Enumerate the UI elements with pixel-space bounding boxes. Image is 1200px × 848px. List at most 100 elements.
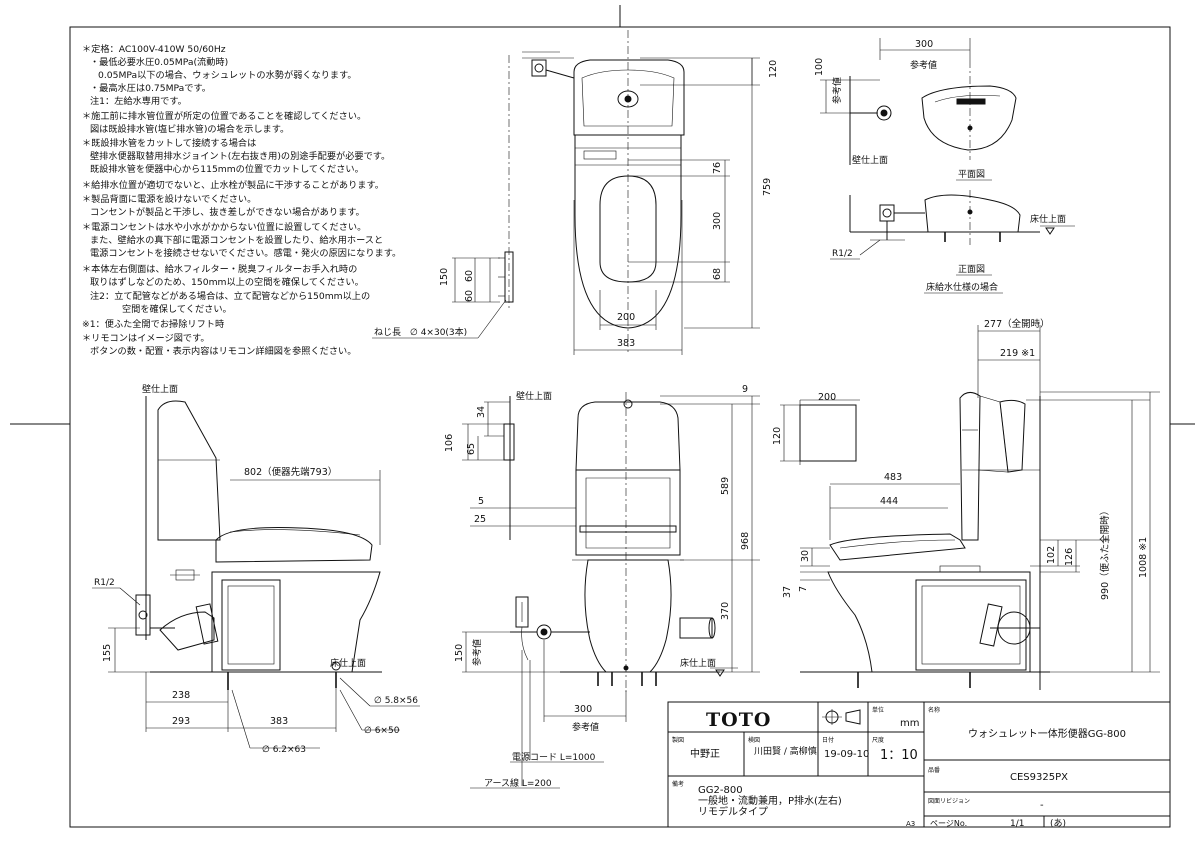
code-value: CES9325PX: [1010, 772, 1068, 783]
note-line: ＊製品背面に電源を設けないでください。: [82, 193, 256, 205]
note-line: ＊施工前に排水管位置が所定の位置であることを確認してください。: [82, 110, 366, 122]
front-dim-968: 968: [740, 532, 751, 550]
hole-a: ∅ 5.8×56: [374, 696, 418, 706]
dim-60-a: 60: [464, 270, 475, 282]
note-line: ＊既設排水管をカットして接続する場合は: [82, 137, 256, 149]
side-left-dim-293: 293: [172, 716, 190, 727]
hole-c: ∅ 6.2×63: [262, 745, 306, 755]
note-line: 0.05MPa以下の場合、ウォシュレットの水勢が弱くなります。: [98, 69, 357, 81]
dim-483: 483: [884, 472, 902, 483]
plan-wall-label: 壁仕上面: [852, 154, 888, 166]
side-left-dim-155: 155: [102, 644, 113, 662]
note-line: ・最低必要水圧0.05MPa(流動時): [90, 56, 228, 68]
note-line: ＊定格：AC100V-410W 50/60Hz: [82, 43, 226, 55]
dim-30: 30: [800, 550, 811, 562]
name-label: 名称: [928, 706, 940, 714]
dim-277: 277（全開時）: [984, 318, 1050, 330]
note-line: 壁排水便器取替用排水ジョイント(左右抜き用)の別途手配要が必要です。: [90, 150, 390, 162]
note-line: 注1：左給水専用です。: [90, 95, 187, 107]
note-line: ＊電源コンセントは水や小水がかからない位置に設置してください。: [82, 221, 366, 233]
front-dim-150: 150: [454, 644, 465, 662]
notes-block: ＊定格：AC100V-410W 50/60Hz ・最低必要水圧0.05MPa(流…: [82, 43, 401, 357]
plan-view: 300 参考値 100 参考値 壁仕上面 平面図: [814, 38, 1017, 181]
page-label: ページNo.: [930, 819, 967, 828]
note-line: 既設排水管を便器中心から115mmの位置でカットしてください。: [90, 163, 364, 175]
date-label: 日付: [822, 736, 834, 744]
power-cord-label: 電源コード L=1000: [512, 752, 596, 763]
note-line: 注2：立て配管などがある場合は、立て配管などから150mm以上の: [90, 290, 370, 302]
code-label: 品番: [928, 767, 940, 774]
note-line: 空間を確保してください。: [122, 303, 232, 315]
remote-dim-200: 200: [818, 392, 836, 403]
dim-60-b: 60: [464, 290, 475, 302]
title-block: TOTO 単位 mm 名称 ウォシュレット一体形便器GG-800 製図 中野正 …: [667, 701, 1171, 829]
note-line: ・最高水圧は0.75MPaです。: [90, 82, 211, 94]
remote-dim-120: 120: [772, 427, 783, 445]
plan-title: 平面図: [958, 169, 985, 180]
rev-label: 図面リビジョン: [928, 797, 970, 805]
note-line: 電源コンセントを接続させないでください。感電・発火の原因になります。: [90, 247, 401, 259]
page-value: 1/1: [1010, 819, 1024, 829]
side-left-r12: R1/2: [94, 578, 115, 588]
dim-120-top: 120: [768, 60, 779, 78]
remarks-line: リモデルタイプ: [698, 805, 768, 818]
dim-102: 102: [1046, 546, 1057, 564]
dim-68: 68: [712, 268, 723, 280]
unit-value: mm: [900, 718, 919, 729]
plan-ref-label: 参考値: [910, 59, 937, 71]
dim-7: 7: [798, 586, 809, 592]
side-view-left: 壁仕上面 802（便器先端793） R1/2 床仕上面 155: [92, 383, 420, 755]
dim-219: 219 ※1: [1000, 348, 1035, 359]
front-small-view: 床仕上面 R1/2 正面図 床給水仕様の場合: [830, 190, 1075, 294]
projection-symbol-icon: [822, 709, 861, 725]
dim-76: 76: [712, 162, 723, 174]
screw-note: ねじ長 ∅ 4×30(3本): [374, 326, 467, 338]
remarks-line: 一般地・流動兼用，P排水(左右): [698, 794, 842, 807]
front-dim-9: 9: [742, 384, 748, 395]
note-line: ＊リモコンはイメージ図です。: [82, 333, 210, 344]
front-small-subtitle: 床給水仕様の場合: [926, 281, 998, 293]
remarks-label: 備考: [672, 780, 684, 788]
front-small-floor-label: 床仕上面: [1030, 213, 1066, 225]
note-line: コンセントが製品と干渉し、抜き差しができない場合があります。: [90, 206, 365, 218]
dim-1008: 1008 ※1: [1138, 537, 1149, 578]
note-line: 図は既設排水管(塩ビ排水管)の場合を示します。: [90, 123, 289, 135]
dim-444: 444: [880, 496, 898, 507]
dim-37: 37: [782, 586, 793, 598]
dim-300-top: 300: [712, 212, 723, 230]
front-dim-589: 589: [720, 477, 731, 495]
note-line: ＊本体左右側面は、給水フィルター・脱臭フィルターお手入れ時の: [82, 263, 357, 275]
front-dim-65: 65: [466, 443, 477, 455]
side-left-length: 802（便器先端793）: [244, 466, 337, 478]
front-floor-label: 床仕上面: [680, 657, 716, 669]
unit-label: 単位: [872, 706, 884, 714]
side-left-dim-238: 238: [172, 690, 190, 701]
dim-383-top: 383: [617, 338, 635, 349]
remarks-line: GG2-800: [698, 785, 743, 796]
note-line: 取りはずしなどのため、150mm以上の空間を確保してください。: [90, 276, 364, 288]
top-view: 120 759 76 300 68 200 383 150 60 60 ねじ長 …: [372, 30, 779, 355]
draw-label: 製図: [672, 736, 684, 744]
front-dim-106: 106: [444, 434, 455, 452]
side-left-wall-label: 壁仕上面: [142, 383, 178, 395]
front-ref-vertical: 参考値: [471, 639, 483, 666]
front-dim-300: 300: [574, 704, 592, 715]
hole-b: ∅ 6×50: [364, 726, 400, 736]
product-name: ウォシュレット一体形便器GG-800: [968, 727, 1126, 740]
side-left-dim-383: 383: [270, 716, 288, 727]
front-small-title: 正面図: [958, 264, 985, 275]
front-dim-5: 5: [478, 496, 484, 507]
plan-dim-300: 300: [915, 39, 933, 50]
front-view: 壁仕上面 34 106 65: [444, 384, 760, 789]
draw-name: 中野正: [690, 747, 720, 760]
date-value: 19-09-10: [824, 749, 869, 760]
note-line: ＊給排水位置が適切でないと、止水栓が製品に干渉することがあります。: [82, 179, 384, 191]
check-names: 川田賢 / 高柳慎: [754, 745, 817, 757]
front-dim-370: 370: [720, 602, 731, 620]
scale-label: 尺度: [872, 736, 884, 744]
dim-759: 759: [762, 178, 773, 196]
front-dim-34: 34: [476, 406, 487, 418]
plan-dim-100: 100: [814, 58, 825, 76]
rev-value: -: [1040, 800, 1044, 811]
